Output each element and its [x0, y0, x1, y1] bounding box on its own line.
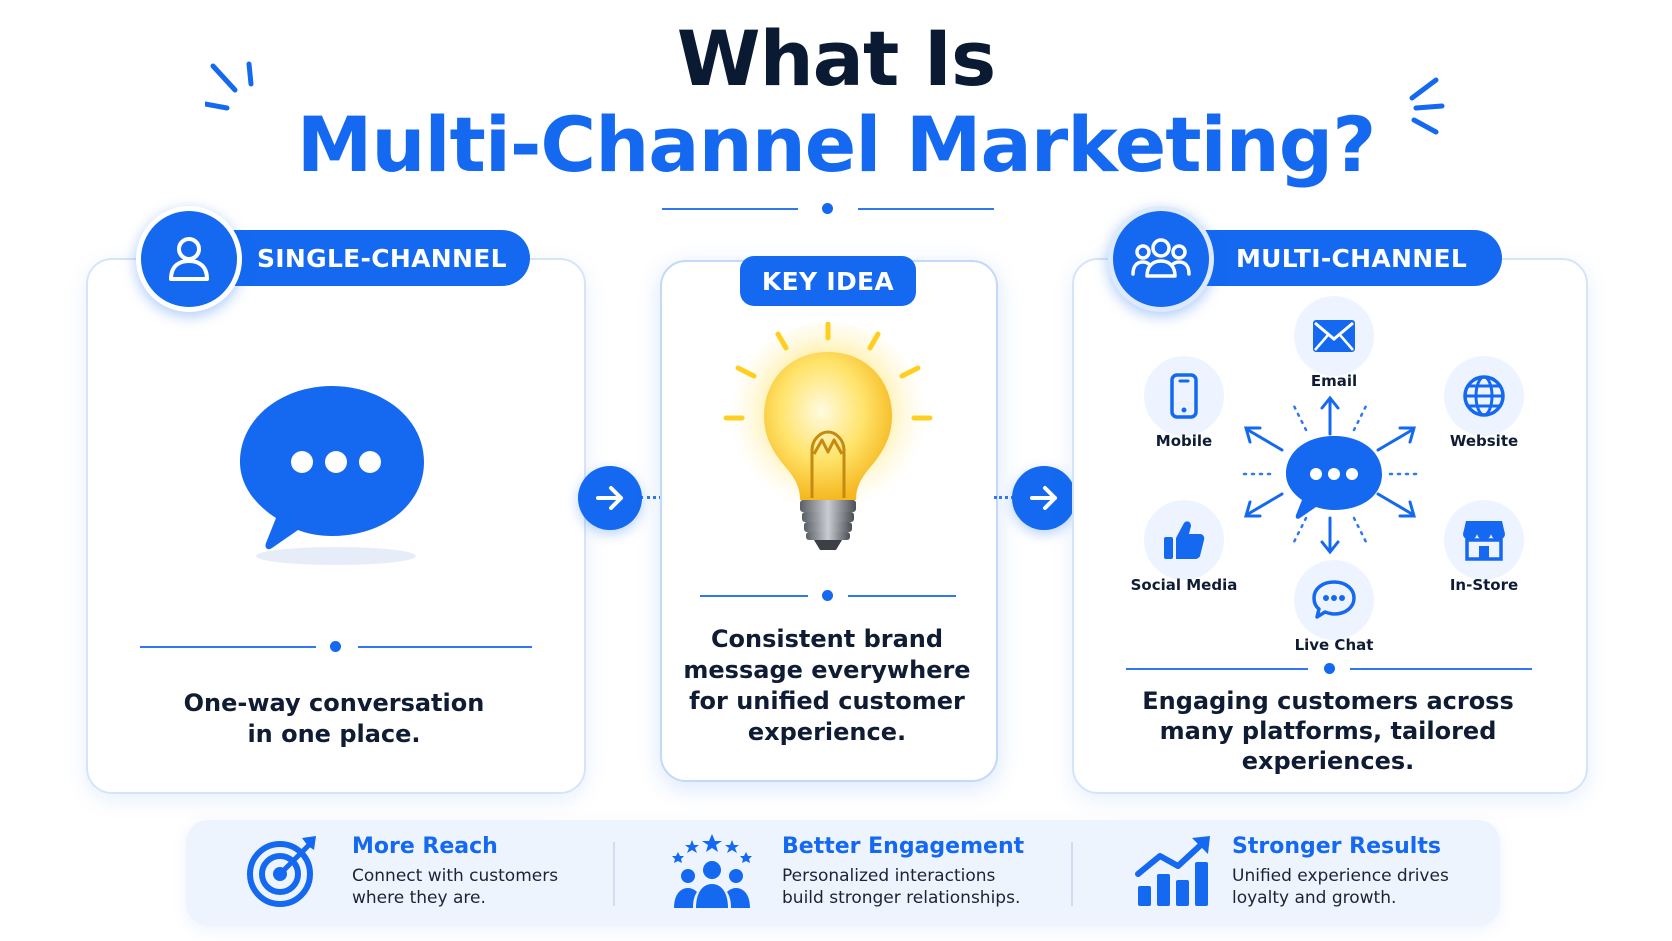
- channel-website-label: Website: [1449, 432, 1519, 450]
- title-divider-right: [858, 208, 994, 210]
- channel-connections: [1238, 395, 1422, 555]
- multi-channel-description: Engaging customers across many platforms…: [1082, 686, 1574, 776]
- multi-desc-line-3: experiences.: [1241, 747, 1415, 775]
- benefit-separator-2: [1071, 842, 1073, 906]
- key-idea-description: Consistent brand message everywhere for …: [664, 624, 990, 748]
- channel-email-label: Email: [1310, 372, 1358, 390]
- group-icon: [1131, 238, 1191, 278]
- channel-social: [1144, 500, 1224, 580]
- title-line-2: Multi-Channel Marketing?: [296, 100, 1377, 189]
- globe-icon: [1463, 375, 1505, 417]
- lightbulb-icon: [723, 322, 933, 550]
- speech-bubble-icon: [240, 386, 424, 565]
- key-desc-line-4: experience.: [747, 718, 907, 746]
- single-channel-label: SINGLE-CHANNEL: [215, 230, 530, 286]
- benefit-separator-1: [613, 842, 615, 906]
- multi-divider-right: [1350, 668, 1532, 670]
- title-divider-dot: [822, 203, 833, 214]
- benefit-reach-title: More Reach: [352, 834, 498, 859]
- thumbs-up-icon: [1164, 521, 1205, 559]
- single-desc-line-2: in one place.: [247, 720, 421, 748]
- channel-store-label: In-Store: [1449, 576, 1519, 594]
- channel-website: [1444, 356, 1524, 436]
- multi-desc-line-1: Engaging customers across: [1142, 687, 1514, 715]
- target-icon: [247, 836, 316, 907]
- channel-mobile: [1144, 356, 1224, 436]
- key-idea-label: KEY IDEA: [740, 256, 916, 306]
- single-divider-right: [358, 646, 532, 648]
- growth-chart-icon: [1135, 836, 1210, 906]
- user-icon: [169, 237, 209, 281]
- benefit-reach-line-1: Connect with customers: [352, 866, 559, 886]
- hub-speech-bubble-icon: [1286, 436, 1382, 519]
- connector-dots-2: [994, 496, 1014, 499]
- key-divider-dot: [822, 590, 833, 601]
- arrow-right-icon: [596, 486, 623, 510]
- arrow-right-button-1: [578, 466, 642, 530]
- single-desc-line-1: One-way conversation: [183, 689, 485, 717]
- channel-mobile-label: Mobile: [1155, 432, 1213, 450]
- channel-store: [1444, 500, 1524, 580]
- channel-chat: [1294, 560, 1374, 640]
- team-stars-icon: [672, 834, 752, 908]
- benefit-results-line-1: Unified experience drives: [1232, 866, 1449, 886]
- sparkle-right-icon: [1409, 77, 1445, 135]
- key-desc-line-2: message everywhere: [683, 656, 971, 684]
- benefit-results-line-2: loyalty and growth.: [1232, 888, 1397, 908]
- single-divider-left: [140, 646, 316, 648]
- single-channel-label-text: SINGLE-CHANNEL: [257, 243, 507, 273]
- multi-divider-left: [1126, 668, 1308, 670]
- key-desc-line-3: for unified customer: [689, 687, 965, 715]
- key-idea-label-text: KEY IDEA: [761, 266, 895, 296]
- chat-bubble-icon: [1312, 580, 1356, 619]
- benefits-bar: [186, 820, 1500, 926]
- benefit-engagement-line-2: build stronger relationships.: [782, 888, 1021, 908]
- channel-chat-label: Live Chat: [1294, 636, 1374, 654]
- benefit-reach: More Reach Connect with customers where …: [352, 834, 602, 909]
- multi-desc-line-2: many platforms, tailored: [1159, 717, 1497, 745]
- single-divider-dot: [330, 641, 341, 652]
- key-divider-left: [700, 595, 808, 597]
- key-divider-right: [848, 595, 956, 597]
- benefit-reach-line-2: where they are.: [352, 888, 486, 908]
- storefront-icon: [1463, 521, 1505, 561]
- multi-divider-dot: [1324, 663, 1335, 674]
- envelope-icon: [1313, 320, 1355, 352]
- channel-social-label: Social Media: [1130, 576, 1238, 594]
- multi-channel-label-text: MULTI-CHANNEL: [1236, 243, 1468, 273]
- multi-channel-badge: [1108, 206, 1214, 312]
- single-channel-badge: [136, 206, 242, 312]
- arrow-right-icon: [1030, 486, 1057, 510]
- sparkle-left-icon: [205, 61, 254, 111]
- single-channel-card: [86, 258, 586, 794]
- channel-email: [1294, 296, 1374, 376]
- key-desc-line-1: Consistent brand: [710, 625, 944, 653]
- title-line-1: What Is: [676, 14, 997, 103]
- benefit-engagement: Better Engagement Personalized interacti…: [782, 834, 1062, 909]
- benefit-engagement-line-1: Personalized interactions: [782, 866, 996, 886]
- benefit-results-title: Stronger Results: [1232, 834, 1441, 859]
- single-channel-description: One-way conversation in one place.: [96, 688, 572, 750]
- mobile-phone-icon: [1170, 373, 1198, 419]
- connector-dots-1: [640, 496, 662, 499]
- title-divider-left: [662, 208, 798, 210]
- benefit-engagement-title: Better Engagement: [782, 834, 1025, 859]
- benefit-results: Stronger Results Unified experience driv…: [1232, 834, 1492, 909]
- arrow-right-button-2: [1012, 466, 1076, 530]
